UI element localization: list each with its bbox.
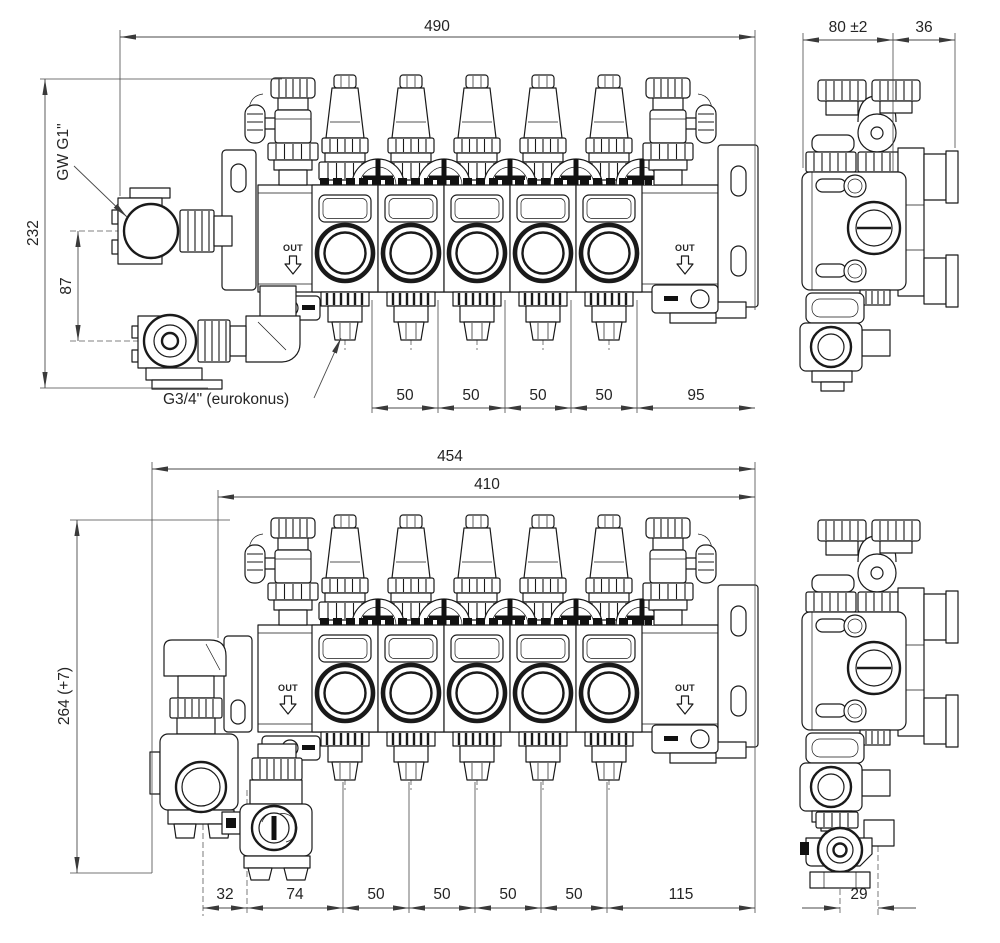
side-view-top xyxy=(798,78,960,393)
dimensions: 490 232 87 GW G1" G3/4" (eurokonus) 50 5… xyxy=(25,18,956,913)
side-assembly xyxy=(798,78,960,393)
dim-80: 80 ±2 xyxy=(829,19,868,36)
label-inlet-thread: GW G1" xyxy=(55,123,72,180)
side-assembly xyxy=(798,518,960,833)
dim-232: 232 xyxy=(25,220,42,246)
dim-spacing: 115 xyxy=(669,886,694,903)
return-port-icon xyxy=(142,313,198,369)
front-view-top: OUT OUT xyxy=(70,75,758,390)
manifold-assembly xyxy=(245,515,758,790)
dim-spacing: 50 xyxy=(396,387,414,404)
out-label-left: OUT xyxy=(278,683,298,693)
dim-spacing: 50 xyxy=(529,387,547,404)
left-bracket xyxy=(223,635,253,733)
front-view-bottom: OUT OUT xyxy=(149,515,758,916)
dim-87: 87 xyxy=(58,277,75,294)
dim-spacing: 50 xyxy=(433,886,451,903)
dim-490: 490 xyxy=(424,18,450,35)
dim-spacing: 74 xyxy=(286,886,304,903)
left-bracket xyxy=(221,149,257,291)
inlet-port xyxy=(70,187,233,265)
out-label-right: OUT xyxy=(675,243,695,253)
side-mixing-valve-extension xyxy=(800,811,895,916)
manifold-assembly xyxy=(245,75,758,350)
dim-29: 29 xyxy=(850,886,867,903)
pump-union-icon xyxy=(174,760,228,814)
dim-264: 264 (+7) xyxy=(56,667,73,725)
side-view-bottom xyxy=(798,518,960,916)
dim-spacing: 32 xyxy=(216,886,233,903)
dim-spacing: 50 xyxy=(499,886,517,903)
label-outlet-thread: G3/4" (eurokonus) xyxy=(163,391,289,408)
inlet-port-icon xyxy=(122,202,180,260)
dim-spacing: 50 xyxy=(595,387,613,404)
dim-36: 36 xyxy=(915,19,932,36)
dim-410: 410 xyxy=(474,476,500,493)
dim-454: 454 xyxy=(437,448,463,465)
out-label-left: OUT xyxy=(283,243,303,253)
valve-ring-icon xyxy=(816,826,864,874)
out-label-right: OUT xyxy=(675,683,695,693)
dim-spacing: 50 xyxy=(565,886,583,903)
dim-spacing: 95 xyxy=(687,387,704,404)
pump-mixing-group xyxy=(149,639,313,916)
dim-spacing: 50 xyxy=(367,886,385,903)
dim-spacing: 50 xyxy=(462,387,480,404)
return-port-elbow xyxy=(70,285,301,390)
